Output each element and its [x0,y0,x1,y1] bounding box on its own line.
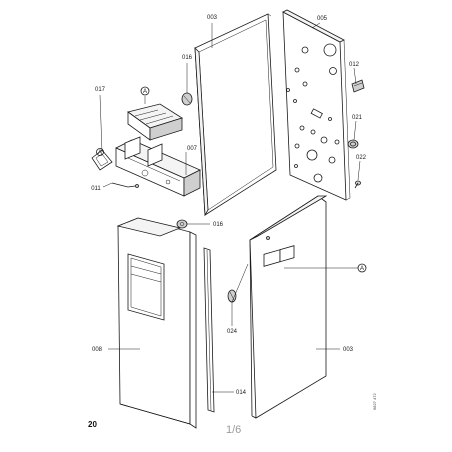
label-003-bottom: 003 [343,347,354,353]
part-labels: 003 005 016 017 012 021 022 007 011 016 … [91,15,366,396]
label-007: 007 [187,146,198,152]
label-011: 011 [91,186,101,192]
front-panel [116,217,197,429]
label-014: 014 [236,390,247,396]
screw-022 [354,180,361,189]
side-panel-lower [249,195,328,419]
label-022: 022 [356,155,367,161]
callout-a-left-label: A [98,150,102,156]
clip-024 [227,289,237,303]
label-021: 021 [352,115,363,121]
side-code: 6827 472 [372,393,377,410]
clip-016-mid [176,219,188,229]
label-008: 008 [92,347,103,353]
label-017: 017 [95,87,106,93]
back-plate [282,9,351,201]
label-005: 005 [317,16,328,22]
rear-panel-upper [194,13,277,217]
grommet-021 [347,139,359,149]
side-strip-014 [203,247,215,413]
label-016-mid: 016 [213,222,224,228]
page-indicator: 1/6 [226,424,242,436]
callout-a-left: A [96,148,104,156]
bracket-017 [91,149,113,171]
control-base-housing [115,136,201,197]
control-box [127,103,183,141]
clip-016-top [181,92,193,106]
clip-012 [351,79,365,93]
callout-a-right-label: A [360,266,364,272]
callout-a-top: A [140,86,150,96]
screw-011 [111,182,139,188]
label-003-top: 003 [207,15,218,21]
label-012: 012 [349,62,360,68]
page-number: 20 [88,420,97,429]
leader-lines [99,22,361,393]
callout-a-right: A [357,263,367,273]
label-016-top: 016 [182,55,193,61]
callout-a-top-label: A [143,89,147,95]
label-024: 024 [227,329,238,335]
